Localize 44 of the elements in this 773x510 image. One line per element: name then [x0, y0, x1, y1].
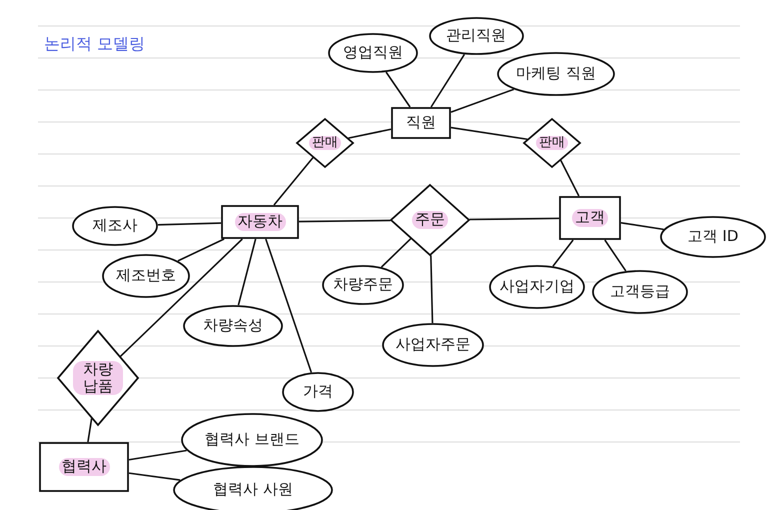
connector-line — [430, 255, 434, 324]
entity-box: 고객 — [559, 196, 621, 240]
entity-box: 협력사 — [39, 442, 129, 492]
entity-box: 직원 — [391, 107, 451, 139]
connector-line — [178, 238, 224, 262]
connector-line — [299, 220, 391, 222]
relationship-diamond: 판매 — [296, 118, 354, 168]
connector-line — [348, 128, 392, 139]
attribute-ellipse: 관리직원 — [428, 17, 524, 55]
attribute-ellipse: 사업자기업 — [489, 265, 585, 309]
attribute-ellipse: 마케팅 직원 — [497, 52, 615, 96]
relationship-diamond: 판매 — [523, 118, 581, 168]
attribute-ellipse: 고객등급 — [592, 270, 688, 314]
connector-line — [87, 418, 92, 442]
connector-line — [265, 238, 312, 373]
connector-line — [604, 240, 626, 272]
connector-line — [450, 126, 528, 140]
relationship-diamond: 주문 — [390, 184, 470, 256]
connector-line — [552, 240, 574, 267]
connector-line — [450, 88, 514, 113]
connector-line — [120, 238, 243, 357]
attribute-ellipse: 제조사 — [72, 206, 158, 246]
entity-box: 자동차 — [221, 205, 299, 239]
connector-line — [238, 238, 256, 306]
attribute-ellipse: 가격 — [282, 372, 354, 412]
connector-line — [158, 222, 222, 226]
attribute-ellipse: 고객 ID — [660, 216, 766, 258]
connector-line — [128, 450, 187, 461]
connector-line — [273, 157, 314, 206]
connector-line — [385, 72, 411, 108]
connector-line — [128, 472, 180, 481]
connector-line — [560, 160, 580, 196]
relationship-diamond: 차량 납품 — [57, 330, 139, 426]
connector-line — [620, 222, 664, 230]
connector-line — [430, 54, 466, 108]
attribute-ellipse: 영업직원 — [328, 33, 418, 73]
title: 논리적 모델링 — [44, 34, 146, 55]
connector-line — [380, 238, 412, 268]
attribute-ellipse: 차량속성 — [183, 305, 283, 347]
attribute-ellipse: 사업자주문 — [382, 323, 484, 367]
attribute-ellipse: 제조번호 — [102, 254, 190, 298]
connector-line — [469, 218, 560, 220]
attribute-ellipse: 차량주문 — [322, 265, 404, 305]
attribute-ellipse: 협력사 브랜드 — [181, 413, 323, 467]
